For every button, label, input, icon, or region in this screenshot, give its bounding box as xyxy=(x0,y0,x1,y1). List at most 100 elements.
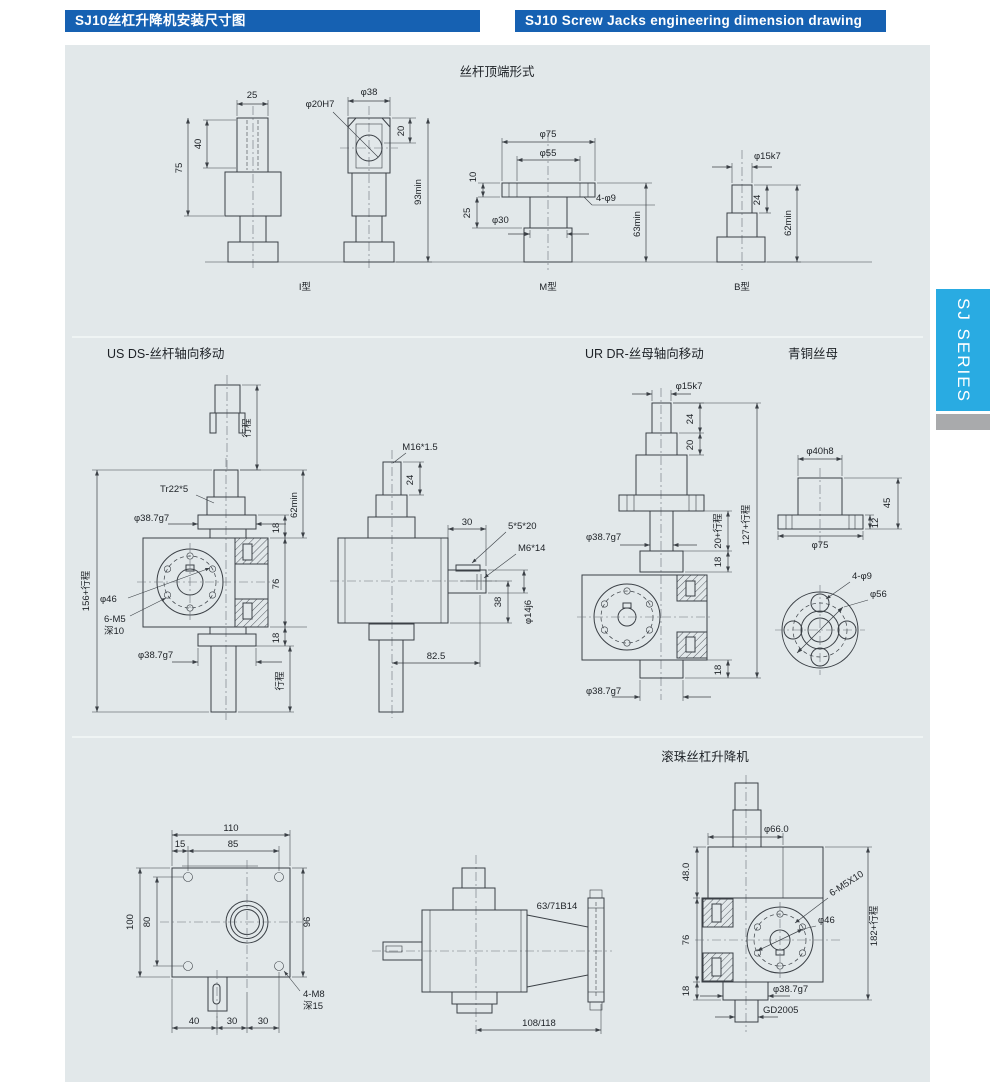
dim-d387-top-label: φ38.7g7 xyxy=(586,532,621,543)
type-m-label: M型 xyxy=(539,282,557,293)
dim-18-bot-label: 18 xyxy=(713,665,724,676)
mid-section: US DS-丝杆轴向移动 UR DR-丝母轴向移动 青铜丝母 行程 xyxy=(80,346,902,720)
type-i-label: I型 xyxy=(299,282,312,293)
dim-d15k7-label: φ15k7 xyxy=(676,381,703,392)
dim-24-label: 24 xyxy=(685,414,696,425)
dim-18-label: 18 xyxy=(681,986,692,997)
view-type-i-side: φ38 φ20H7 20 93min I型 xyxy=(299,87,432,293)
dim-20-label: 20 xyxy=(396,126,407,137)
view-ball-section: φ66.0 48.0 76 18 6-M5X10 φ46 182+行程 φ38.… xyxy=(681,775,880,1032)
dim-38-label: 38 xyxy=(493,597,504,608)
dim-4m8-label: 4-M8 xyxy=(303,989,325,1000)
dim-d66-label: φ66.0 xyxy=(764,824,789,835)
view-type-m: φ75 φ55 10 25 φ30 4-φ9 63min M型 xyxy=(462,129,655,293)
dim-182-stroke-label: 182+行程 xyxy=(868,905,880,946)
side-tab-gray-bar xyxy=(936,414,990,430)
ur-dr-title: UR DR-丝母轴向移动 xyxy=(585,346,704,361)
dim-d55-label: φ55 xyxy=(540,148,557,159)
dim-d20-label: φ20H7 xyxy=(306,99,335,110)
dim-4xd9-label: 4-φ9 xyxy=(596,193,616,204)
stroke-top-label: 行程 xyxy=(241,418,253,438)
dim-4xd9-label: 4-φ9 xyxy=(852,571,872,582)
dim-40-label: 40 xyxy=(189,1016,200,1027)
dim-30a-label: 30 xyxy=(227,1016,238,1027)
nut-title: 青铜丝母 xyxy=(788,346,838,361)
view-us-ds-side: M16*1.5 24 30 5*5*20 M6*14 38 φ14j6 82.5 xyxy=(330,442,545,718)
dim-24-label: 24 xyxy=(752,195,763,206)
dim-85-label: 85 xyxy=(228,839,239,850)
dim-d387-label: φ38.7g7 xyxy=(773,984,808,995)
bottom-section-title: 滚珠丝杠升降机 xyxy=(661,749,749,764)
view-ur-dr: φ15k7 24 20 127+行程 20+行程 18 φ38.7g7 18 φ… xyxy=(577,381,761,701)
header-bar-zh: SJ10丝杠升降机安装尺寸图 xyxy=(65,10,480,32)
dim-110-label: 110 xyxy=(223,823,238,834)
dim-d387-bot-label: φ38.7g7 xyxy=(586,686,621,697)
dim-d15k7-label: φ15k7 xyxy=(754,151,781,162)
dim-20-stroke-label: 20+行程 xyxy=(712,513,724,549)
us-ds-title: US DS-丝杆轴向移动 xyxy=(107,346,224,361)
dim-62min-label: 62min xyxy=(289,492,300,518)
dim-30-label: 30 xyxy=(462,517,473,528)
view-ball-side: 63/71B14 108/118 xyxy=(372,855,612,1035)
dim-d46-label: φ46 xyxy=(818,915,835,926)
dim-76-label: 76 xyxy=(681,935,692,946)
dim-18-mid-label: 18 xyxy=(713,557,724,568)
dim-76-label: 76 xyxy=(271,579,282,590)
dim-96-label: 96 xyxy=(302,917,313,928)
view-bronze-nut: φ40h8 45 12 φ75 xyxy=(777,446,902,551)
dim-d30-label: φ30 xyxy=(492,215,509,226)
dim-30b-label: 30 xyxy=(258,1016,269,1027)
type-b-label: B型 xyxy=(734,282,750,293)
dim-motor-label: 63/71B14 xyxy=(537,901,578,912)
dim-108-label: 108/118 xyxy=(522,1018,556,1029)
dim-48-label: 48.0 xyxy=(681,863,692,882)
dim-m16-label: M16*1.5 xyxy=(402,442,437,453)
dim-6m5x10-label: 6-M5X10 xyxy=(827,869,865,899)
dim-m6-label: M6*14 xyxy=(518,543,545,554)
dim-62min-label: 62min xyxy=(783,210,794,236)
dim-45-label: 45 xyxy=(882,498,893,509)
dim-93min-label: 93min xyxy=(413,179,424,205)
dim-deep10-label: 深10 xyxy=(104,626,124,637)
dim-d387-top-label: φ38.7g7 xyxy=(134,513,169,524)
dim-75-label: 75 xyxy=(174,163,185,174)
dim-25-label: 25 xyxy=(462,208,473,219)
dim-12-label: 12 xyxy=(870,518,881,529)
dim-825-label: 82.5 xyxy=(427,651,446,662)
engineering-drawing-svg: 丝杆顶端形式 25 40 75 φ38 xyxy=(72,65,923,1035)
dim-d56-label: φ56 xyxy=(870,589,887,600)
dim-d40h8-label: φ40h8 xyxy=(806,446,833,457)
dim-24-label: 24 xyxy=(405,475,416,486)
dim-100-label: 100 xyxy=(125,914,136,930)
dim-d387-bot-label: φ38.7g7 xyxy=(138,650,173,661)
dim-80-label: 80 xyxy=(142,917,153,928)
dim-gd2005-label: GD2005 xyxy=(763,1005,798,1016)
dim-156-stroke-label: 156+行程 xyxy=(80,570,92,611)
view-type-i-front: 25 40 75 xyxy=(174,90,282,270)
dim-40-label: 40 xyxy=(193,139,204,150)
header-bar-en: SJ10 Screw Jacks engineering dimension d… xyxy=(515,10,886,32)
bottom-section: 滚珠丝杠升降机 110 15 85 100 80 96 xyxy=(125,749,880,1035)
top-section: 丝杆顶端形式 25 40 75 φ38 xyxy=(174,65,872,293)
dim-deep15-label: 深15 xyxy=(303,1001,323,1012)
dim-6m5-label: 6-M5 xyxy=(104,614,126,625)
dim-key-label: 5*5*20 xyxy=(508,521,537,532)
sj-series-side-tab: SJ SERIES xyxy=(936,289,990,411)
dim-10-label: 10 xyxy=(468,172,479,183)
drawing-panel: 丝杆顶端形式 25 40 75 φ38 xyxy=(65,45,930,1082)
dim-127-stroke-label: 127+行程 xyxy=(740,504,752,545)
stroke-bot-label: 行程 xyxy=(274,671,286,691)
dim-18-bot-label: 18 xyxy=(271,633,282,644)
dim-20-label: 20 xyxy=(685,440,696,451)
view-type-b: φ15k7 24 62min B型 xyxy=(712,150,801,293)
dim-15-label: 15 xyxy=(175,839,186,850)
view-ball-front: 110 15 85 100 80 96 40 30 30 4-M8 深15 xyxy=(125,823,325,1035)
dim-d75-label: φ75 xyxy=(540,129,557,140)
view-us-ds: 行程 Tr22*5 φ38.7g7 62min 18 xyxy=(80,375,307,720)
dim-tr22-label: Tr22*5 xyxy=(160,484,188,495)
dim-25-label: 25 xyxy=(247,90,258,101)
dim-63min-label: 63min xyxy=(632,211,643,237)
sj-series-label: SJ SERIES xyxy=(954,297,973,403)
top-section-title: 丝杆顶端形式 xyxy=(459,65,535,79)
view-nut-flange: 4-φ9 φ56 xyxy=(775,571,887,675)
